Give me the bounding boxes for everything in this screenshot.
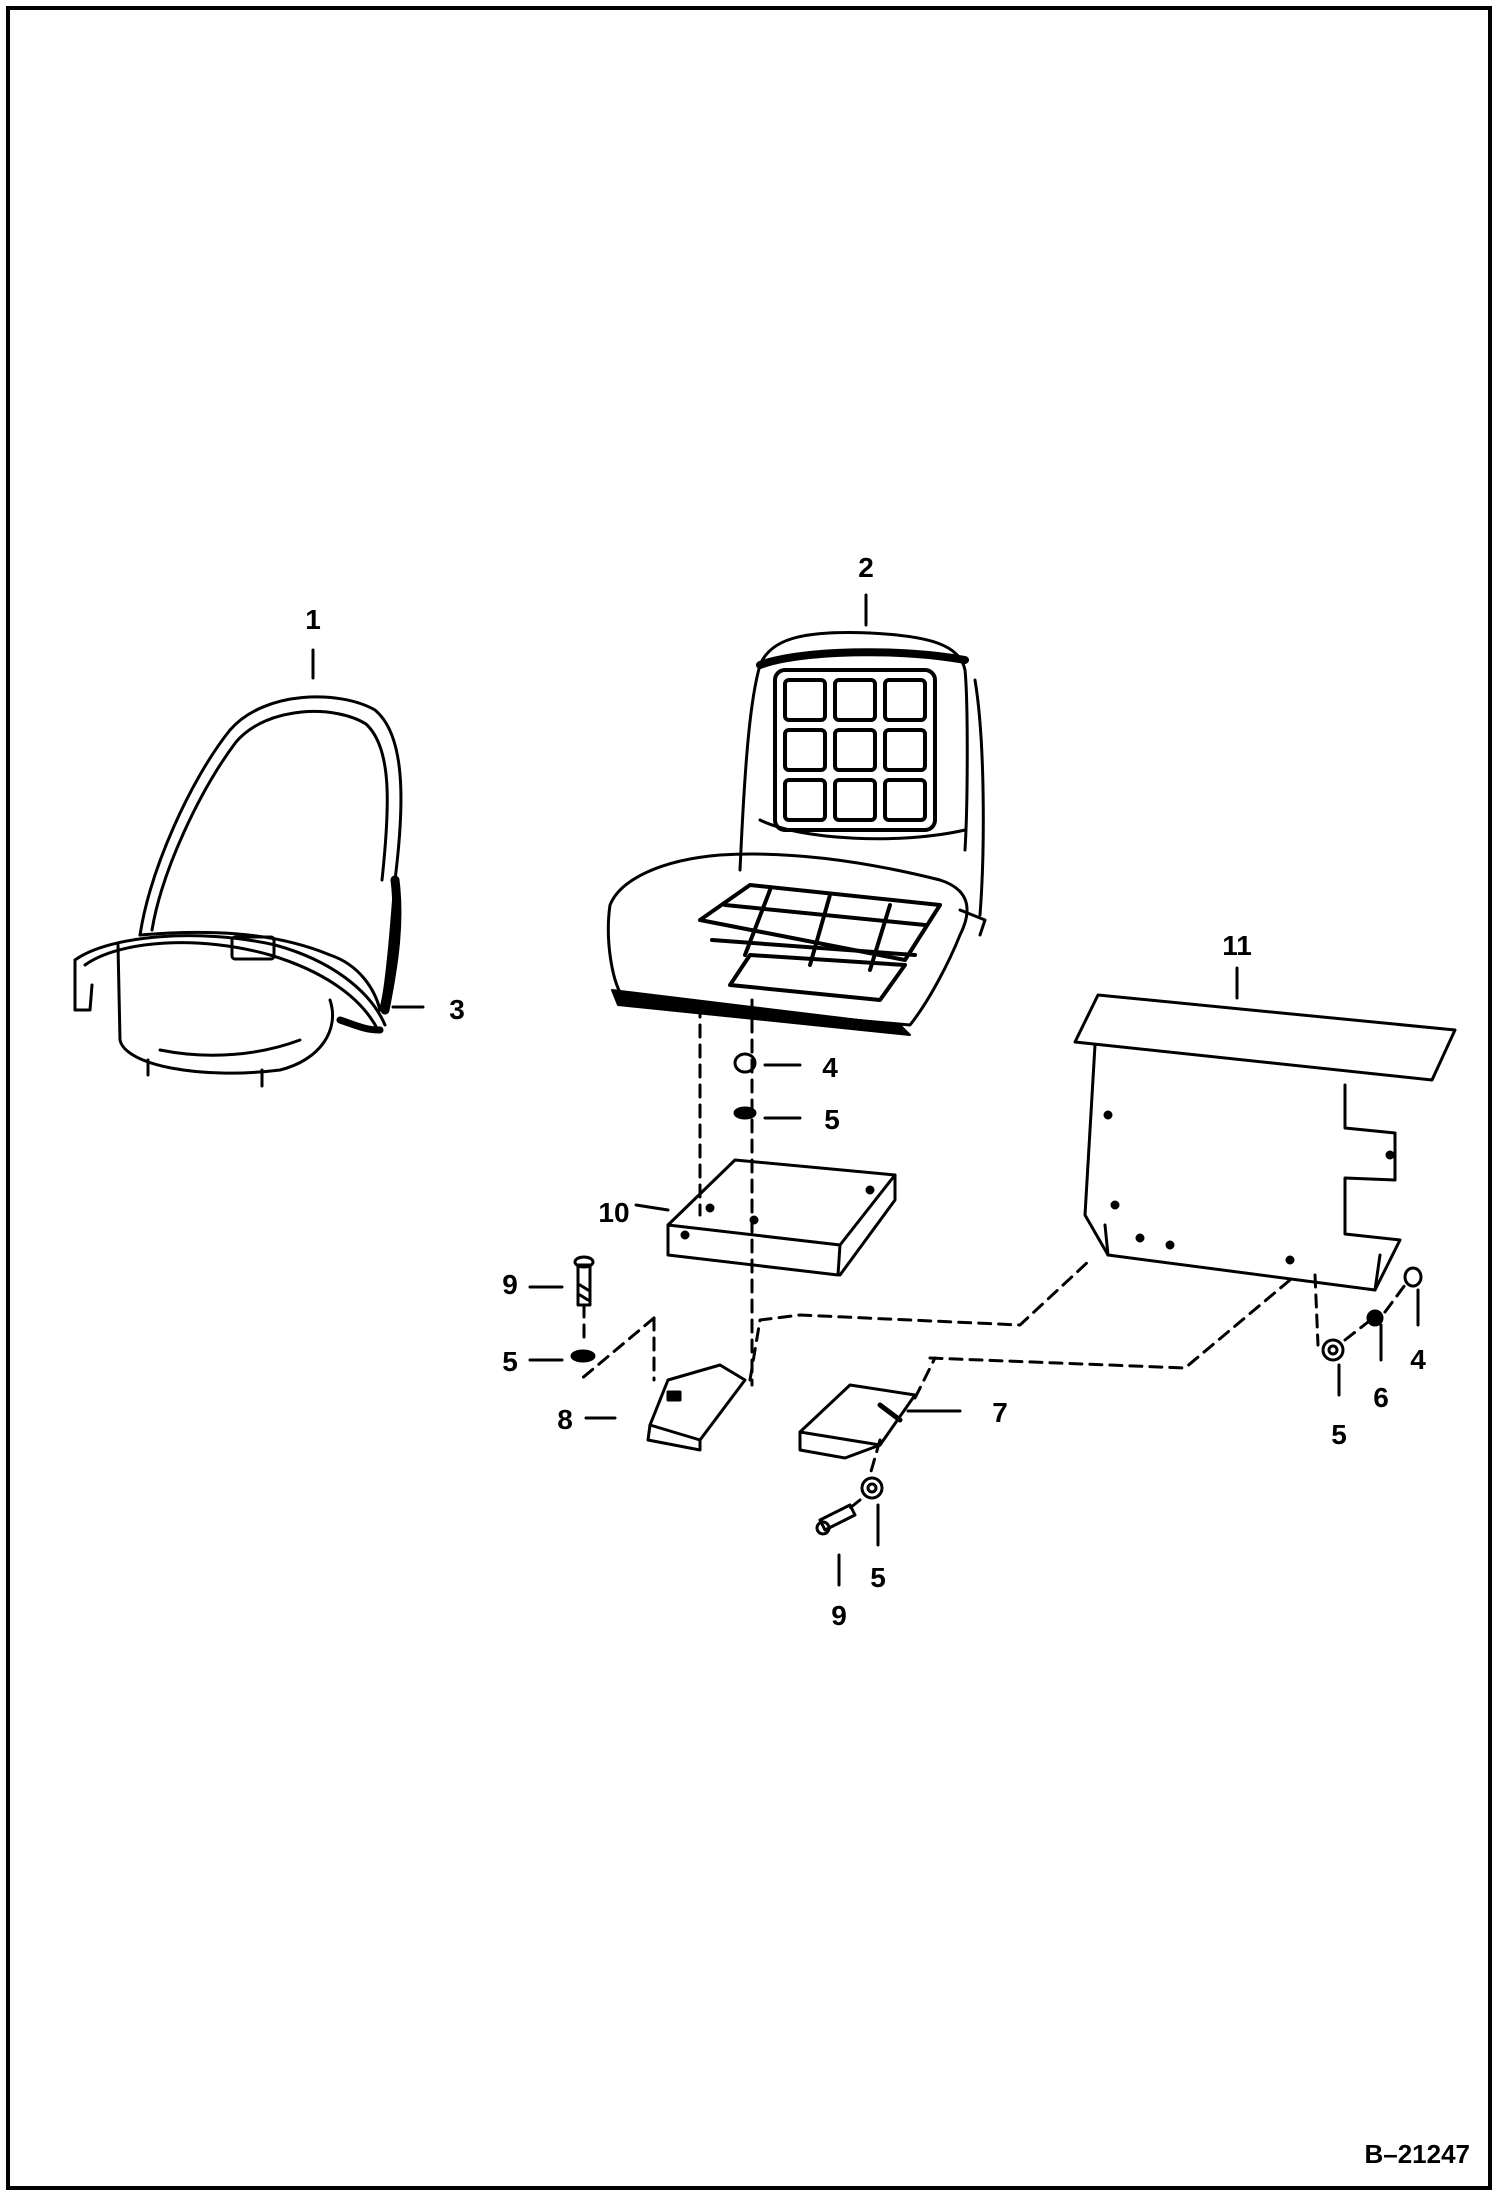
hardware (570, 1052, 1423, 1536)
document-id: B–21247 (1364, 2139, 1470, 2169)
callout-4-right: 4 (1410, 1344, 1426, 1375)
callout-8: 8 (557, 1404, 573, 1435)
callout-9-bottom: 9 (831, 1600, 847, 1631)
callout-3: 3 (449, 994, 465, 1025)
seat-cushioned-part-2 (606, 631, 987, 1036)
callout-1: 1 (305, 604, 321, 635)
slide-rail-part-7 (798, 1383, 917, 1460)
callout-6: 6 (1373, 1382, 1389, 1413)
callout-9-left: 9 (502, 1269, 518, 1300)
seat-bracket-part-11 (1073, 993, 1457, 1292)
callout-4-top: 4 (822, 1052, 838, 1083)
callout-2: 2 (858, 552, 874, 583)
callout-5-bottom: 5 (870, 1562, 886, 1593)
callout-10: 10 (598, 1197, 630, 1228)
callout-5-left: 5 (502, 1346, 518, 1377)
leader-lines (311, 593, 1420, 1587)
callout-11: 11 (1222, 930, 1252, 961)
callout-7: 7 (992, 1397, 1008, 1428)
seat-shell-part-1 (73, 695, 403, 1088)
callout-5-top: 5 (824, 1104, 840, 1135)
callout-5-right: 5 (1331, 1419, 1347, 1450)
slide-rail-part-8 (646, 1363, 747, 1452)
adapter-plate-part-10 (666, 1158, 897, 1277)
assembly-lines (578, 998, 1407, 1514)
page-border (6, 6, 1492, 2190)
